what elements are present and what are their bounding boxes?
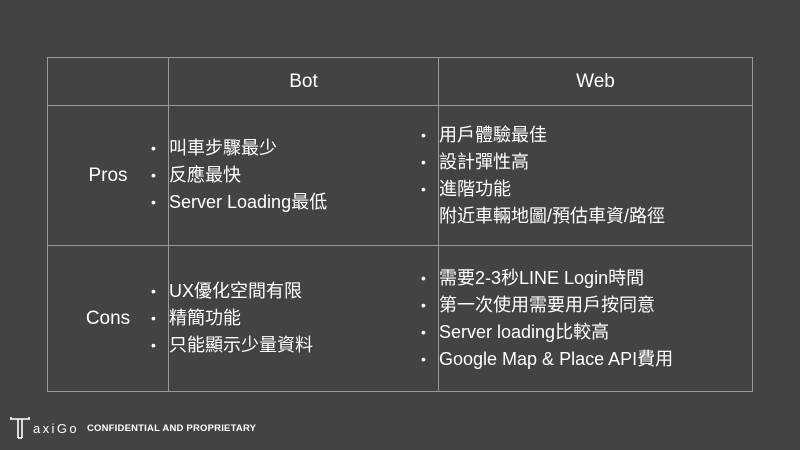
pros-row: Pros •叫車步驟最少 •反應最快 •Server Loading最低 •用戶… — [47, 105, 753, 246]
pros-bot-list: •叫車步驟最少 •反應最快 •Server Loading最低 — [151, 135, 438, 216]
cons-bot-cell: •UX優化空間有限 •精簡功能 •只能顯示少量資料 — [151, 245, 439, 392]
bullet-icon: • — [151, 283, 156, 299]
list-item: •精簡功能 — [151, 305, 438, 332]
list-item: •Server Loading最低 — [151, 189, 438, 216]
bullet-icon: • — [421, 350, 426, 367]
pros-web-cell: •用戶體驗最佳 •設計彈性高 •進階功能 附近車輛地圖/預估車資/路徑 — [421, 105, 753, 246]
footer: axiGo CONFIDENTIAL AND PROPRIETARY — [8, 414, 256, 442]
cons-web-cell: •需要2-3秒LINE Login時間 •第一次使用需要用戶按同意 •Serve… — [421, 245, 753, 392]
pros-web-list: •用戶體驗最佳 •設計彈性高 •進階功能 附近車輛地圖/預估車資/路徑 — [421, 122, 752, 230]
bullet-icon: • — [421, 126, 426, 143]
list-item-continuation: 附近車輛地圖/預估車資/路徑 — [439, 205, 666, 226]
bullet-icon: • — [421, 269, 426, 286]
cons-web-list: •需要2-3秒LINE Login時間 •第一次使用需要用戶按同意 •Serve… — [421, 265, 752, 373]
pros-bot-cell: •叫車步驟最少 •反應最快 •Server Loading最低 — [151, 105, 439, 246]
bullet-icon: • — [421, 180, 426, 197]
bullet-icon: • — [151, 194, 156, 210]
list-item: •叫車步驟最少 — [151, 135, 438, 162]
header-row: Bot Web — [47, 57, 753, 106]
list-item: •Google Map & Place API費用 — [421, 346, 752, 373]
list-item: •需要2-3秒LINE Login時間 — [421, 265, 752, 292]
list-item: •反應最快 — [151, 162, 438, 189]
cons-row: Cons •UX優化空間有限 •精簡功能 •只能顯示少量資料 •需要2-3秒LI… — [47, 245, 753, 392]
comparison-table: Bot Web Pros •叫車步驟最少 •反應最快 •Server Loadi… — [47, 57, 753, 392]
list-item: •第一次使用需要用戶按同意 — [421, 292, 752, 319]
list-item: •用戶體驗最佳 — [421, 122, 752, 149]
bullet-icon: • — [421, 323, 426, 340]
row-label-cons: Cons — [47, 245, 169, 392]
list-item: •Server loading比較高 — [421, 319, 752, 346]
cons-bot-list: •UX優化空間有限 •精簡功能 •只能顯示少量資料 — [151, 278, 438, 359]
column-header-web: Web — [438, 57, 753, 106]
confidential-notice: CONFIDENTIAL AND PROPRIETARY — [86, 422, 257, 434]
taxigo-logo-icon — [8, 414, 32, 442]
column-header-bot: Bot — [168, 57, 439, 106]
list-item: •UX優化空間有限 — [151, 278, 438, 305]
list-item: •進階功能 — [421, 176, 752, 203]
bullet-icon: • — [421, 296, 426, 313]
list-item: •只能顯示少量資料 — [151, 332, 438, 359]
row-label-pros: Pros — [47, 105, 169, 246]
list-item: •設計彈性高 — [421, 149, 752, 176]
logo-text: axiGo — [33, 420, 79, 436]
bullet-icon: • — [151, 140, 156, 156]
bullet-icon: • — [421, 153, 426, 170]
bullet-icon: • — [151, 167, 156, 183]
taxigo-logo: axiGo — [8, 414, 79, 442]
corner-cell — [47, 57, 169, 106]
bullet-icon: • — [151, 337, 156, 353]
bullet-icon: • — [151, 310, 156, 326]
